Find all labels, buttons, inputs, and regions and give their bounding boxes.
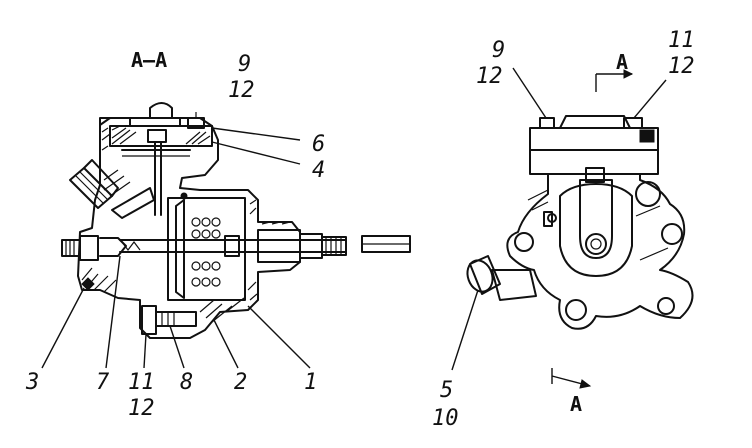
callout-12-left-top: 12	[228, 78, 255, 103]
bottom-bolt-shank	[155, 311, 197, 327]
cap-top	[559, 115, 631, 129]
right-side-view	[451, 67, 694, 389]
drain-fitting	[466, 255, 537, 301]
valve-spring	[121, 241, 141, 251]
left-fitting-nut	[79, 235, 99, 261]
stem-head	[147, 129, 167, 143]
section-mark-bottom-label: A	[570, 392, 583, 416]
right-leader-lines	[451, 67, 667, 371]
spring-upper	[191, 217, 221, 239]
callout-9-right: 9	[492, 38, 506, 63]
housing-outline	[77, 117, 301, 339]
boss-right	[661, 223, 683, 245]
lever	[579, 179, 613, 259]
section-mark-bottom	[551, 368, 592, 389]
callout-11-right: 11	[668, 28, 695, 53]
callout-5: 5	[440, 378, 454, 403]
spring-lower	[191, 261, 221, 287]
inner-window	[559, 183, 633, 277]
left-section-view	[41, 102, 411, 369]
callout-1: 1	[304, 370, 318, 395]
callout-7: 7	[96, 370, 110, 395]
callout-4: 4	[312, 158, 326, 183]
cap-screw-left	[539, 117, 555, 129]
boss-bottom-right	[657, 297, 675, 315]
piston	[175, 199, 185, 299]
callout-12-right-right: 12	[668, 54, 695, 79]
cap-corner-block	[639, 129, 655, 143]
callout-12-left-bottom: 12	[128, 396, 155, 421]
seal-mark	[81, 277, 95, 291]
shaft-collar	[224, 235, 240, 257]
section-title: A–A	[131, 48, 168, 72]
pin-dot	[180, 192, 188, 200]
callout-8: 8	[180, 370, 194, 395]
boss-left	[514, 232, 534, 252]
callout-6: 6	[312, 132, 326, 157]
output-boss	[257, 229, 301, 263]
bottom-bolt-head	[141, 305, 157, 335]
cap-base	[529, 149, 659, 175]
callout-10: 10	[432, 406, 459, 431]
output-nut	[299, 233, 323, 259]
left-fitting-end	[61, 239, 81, 257]
cover-hatching	[111, 125, 211, 145]
boss-right-upper	[635, 181, 661, 207]
bottom-bolt-thread	[161, 312, 175, 326]
left-fitting-thread	[65, 240, 75, 256]
section-mark-top	[595, 69, 634, 92]
pump-body	[506, 173, 694, 330]
side-slot	[543, 211, 553, 227]
top-cover	[99, 102, 213, 127]
body-hatching	[81, 127, 291, 323]
output-thread	[325, 237, 342, 255]
cap-screw-right	[623, 117, 643, 129]
section-mark-top-label: A	[616, 50, 629, 74]
fork-arm	[111, 187, 155, 219]
body-shading	[527, 189, 669, 261]
piston-chamber	[167, 197, 246, 301]
left-leader-lines	[41, 127, 311, 369]
callout-2: 2	[234, 370, 248, 395]
lever-top-nut	[585, 167, 605, 183]
callout-11-left: 11	[128, 370, 155, 395]
callout-3: 3	[26, 370, 40, 395]
output-end	[321, 236, 347, 256]
callout-12-right-left: 12	[476, 64, 503, 89]
callout-9-left: 9	[238, 52, 252, 77]
lever-pivot-center	[590, 238, 602, 250]
cap-block	[529, 127, 659, 151]
check-valve	[99, 237, 127, 257]
lever-pivot-nut	[585, 233, 607, 255]
boss-bottom	[565, 299, 587, 321]
